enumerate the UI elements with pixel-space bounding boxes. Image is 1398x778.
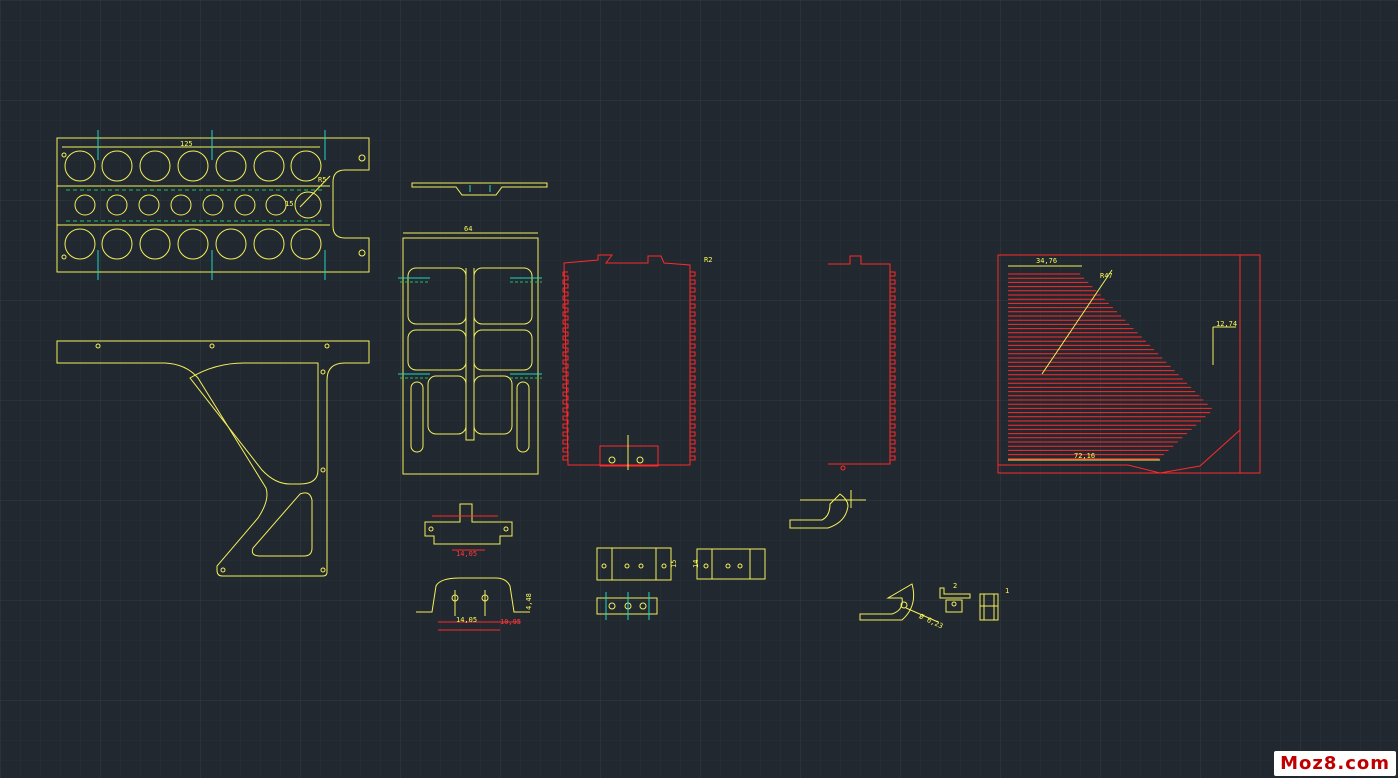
dim-plate-radius: R5 (318, 176, 326, 184)
dim-block-a-height: 15 (670, 560, 678, 568)
plate-hole (177, 150, 209, 182)
perforated-plate (56, 137, 370, 273)
thin-rail (411, 182, 548, 196)
clip-b (979, 593, 999, 621)
plate-hole (64, 150, 96, 182)
dim-section-top: 34,76 (1036, 257, 1057, 265)
bracket-arm (56, 340, 370, 577)
dim-plate-center: 15 (285, 200, 293, 208)
plate-hole (139, 228, 171, 260)
plate-hole-small (74, 194, 96, 216)
plate-hole-small (170, 194, 192, 216)
plate-hole (177, 228, 209, 260)
plate-hole (215, 228, 247, 260)
plate-hole (101, 150, 133, 182)
plate-hole (253, 228, 285, 260)
dim-plate-width: 125 (180, 140, 193, 148)
hook-b (859, 583, 939, 623)
frame-part (402, 232, 539, 475)
plate-centerlines (97, 130, 326, 280)
plate-hole-small (234, 194, 256, 216)
hook-a (789, 490, 866, 529)
hatched-section (997, 254, 1261, 474)
red-shell (562, 254, 696, 467)
watermark: Moz8.com (1274, 751, 1396, 776)
plate-hole (101, 228, 133, 260)
dim-clip-small: 1 (1005, 587, 1009, 595)
plate-hole (139, 150, 171, 182)
plate-hole-small (138, 194, 160, 216)
dim-bracket-a-span: 14,05 (456, 550, 477, 558)
dim-section-radius: R47 (1100, 272, 1113, 280)
dim-bracket-b-offset: 10,95 (500, 618, 521, 626)
dim-frame-width: 64 (464, 225, 472, 233)
plate-hole (290, 228, 322, 260)
plate-hole (253, 150, 285, 182)
plate-hole-small (106, 194, 128, 216)
plate-hole-large (294, 191, 322, 219)
plate-hidden-lines (66, 189, 325, 222)
bracket-b (416, 577, 530, 616)
plate-hole (64, 228, 96, 260)
dim-shell-radius: R2 (704, 256, 712, 264)
block-b (696, 548, 766, 580)
plate-hole (290, 150, 322, 182)
dim-section-bottom: 72,16 (1074, 452, 1095, 460)
plate-hole (215, 150, 247, 182)
plate-hole-small (265, 194, 287, 216)
dim-bracket-b-span: 14,05 (456, 616, 477, 624)
red-side-profile (828, 255, 896, 471)
dim-section-side: 12,74 (1216, 320, 1237, 328)
dim-block-b-height: 14 (692, 560, 700, 568)
clip-a (939, 587, 971, 613)
dim-clip: 2 (953, 582, 957, 590)
block-a (596, 547, 672, 581)
plate-hole-small (202, 194, 224, 216)
bracket-a (424, 503, 513, 545)
dim-bracket-b-height: 4,48 (525, 593, 533, 610)
